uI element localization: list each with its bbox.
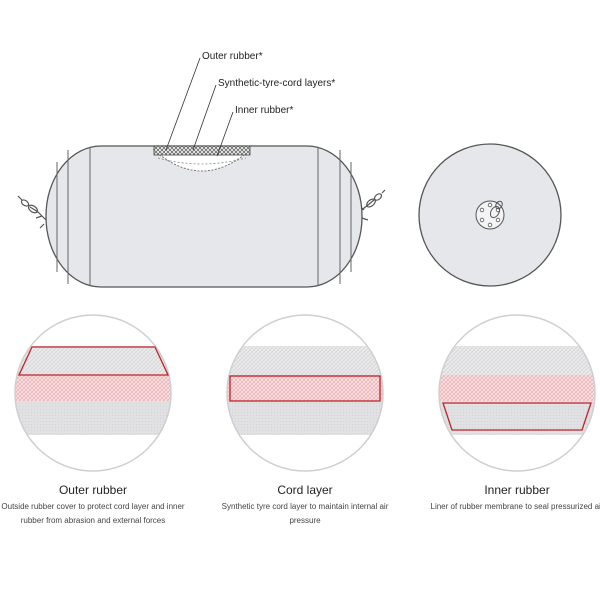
seam-lines	[56, 147, 352, 286]
callout-inner-rubber: Inner rubber*	[235, 105, 294, 116]
layer-desc-cord-layer: Synthetic tyre cord layer to maintain in…	[221, 502, 389, 525]
callout-leaders	[165, 57, 234, 157]
highlight-outline	[442, 402, 592, 431]
layer-title-outer-rubber: Outer rubber	[58, 483, 128, 497]
callout-outer-rubber: Outer rubber*	[202, 51, 263, 62]
layer-detail-cord-layer	[226, 314, 384, 472]
layer-title-inner-rubber: Inner rubber	[484, 483, 550, 497]
layer-desc-outer-rubber: Outside rubber cover to protect cord lay…	[1, 502, 185, 525]
highlight-outline	[229, 375, 381, 402]
highlight-outline	[17, 346, 170, 376]
fender-side-view	[17, 57, 386, 288]
layer-desc-inner-rubber: Liner of rubber membrane to seal pressur…	[430, 502, 600, 511]
layer-detail-inner-rubber	[438, 314, 596, 472]
callout-cord-layers: Synthetic-tyre-cord layers*	[218, 78, 336, 89]
layer-detail-outer-rubber	[14, 314, 172, 472]
fender-end-view	[418, 143, 562, 287]
layer-title-cord-layer: Cord layer	[277, 483, 333, 497]
right-end-fitting	[358, 189, 386, 221]
left-end-fitting	[17, 195, 47, 229]
